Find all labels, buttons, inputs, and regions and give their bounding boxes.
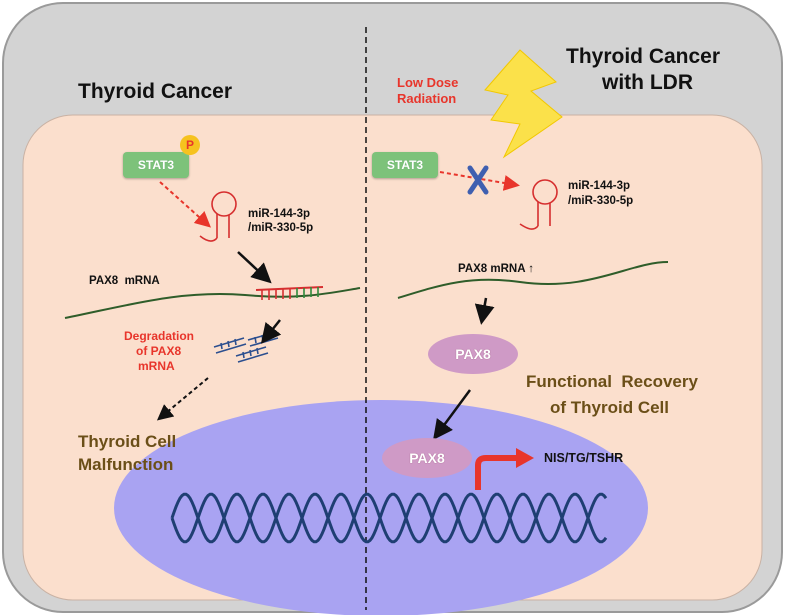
degradation-label-line1: Degradation — [124, 329, 195, 343]
right-panel-title-line2: with LDR — [602, 71, 693, 94]
left-mirna-label-line1: miR-144-3p — [248, 208, 310, 220]
degradation-label-line2: of PAX8 — [136, 344, 182, 358]
recovery-label-line2: of Thyroid Cell — [550, 398, 669, 417]
pax8-nucleus-node: PAX8 — [382, 438, 472, 478]
left-stat3-node: STAT3 — [123, 152, 189, 178]
target-genes-label: NIS/TG/TSHR — [544, 451, 624, 465]
right-mirna-label-line1: miR-144-3p — [568, 180, 630, 192]
left-mrna-strand — [64, 287, 361, 319]
stat3-to-mirna-arrow — [159, 181, 211, 228]
right-mrna-label: PAX8 mRNA ↑ — [458, 263, 535, 275]
degradation-arrow — [260, 319, 282, 344]
translation-arrow — [474, 297, 495, 325]
right-stat3-node: STAT3 — [372, 152, 438, 178]
left-mirna-label-line2: /miR-330-5p — [248, 222, 314, 234]
left-panel-title: Thyroid Cancer — [78, 80, 233, 103]
phosphorylation-badge: P — [180, 135, 200, 155]
nucleus — [114, 400, 648, 615]
right-mirna-label-line2: /miR-330-5p — [568, 195, 634, 207]
nuclear-import-arrow — [433, 389, 472, 441]
right-mirna-hairpin — [519, 179, 558, 230]
mirna-mrna-duplex — [255, 286, 324, 300]
recovery-label-line1: Functional Recovery — [526, 372, 698, 391]
lightning-icon — [484, 49, 563, 159]
left-mirna-hairpin — [199, 191, 237, 242]
malfunction-label-line1: Thyroid Cell — [78, 432, 177, 451]
degradation-label-line3: mRNA — [138, 359, 175, 373]
right-panel-title-line1: Thyroid Cancer — [566, 45, 721, 68]
transcription-arrowhead — [516, 448, 534, 468]
block-x-icon — [467, 165, 489, 195]
left-mrna-label: PAX8 mRNA — [89, 275, 160, 287]
mirna-binding-arrow — [237, 251, 272, 284]
radiation-label-line1: Low Dose — [397, 75, 459, 90]
right-mrna-strand — [397, 261, 669, 299]
dna-helix — [170, 492, 608, 544]
transcription-arrow — [475, 455, 518, 490]
radiation-label-line2: Radiation — [397, 91, 457, 106]
malfunction-arrow — [156, 377, 209, 421]
pax8-cytoplasm-node: PAX8 — [428, 334, 518, 374]
malfunction-label-line2: Malfunction — [78, 455, 174, 474]
